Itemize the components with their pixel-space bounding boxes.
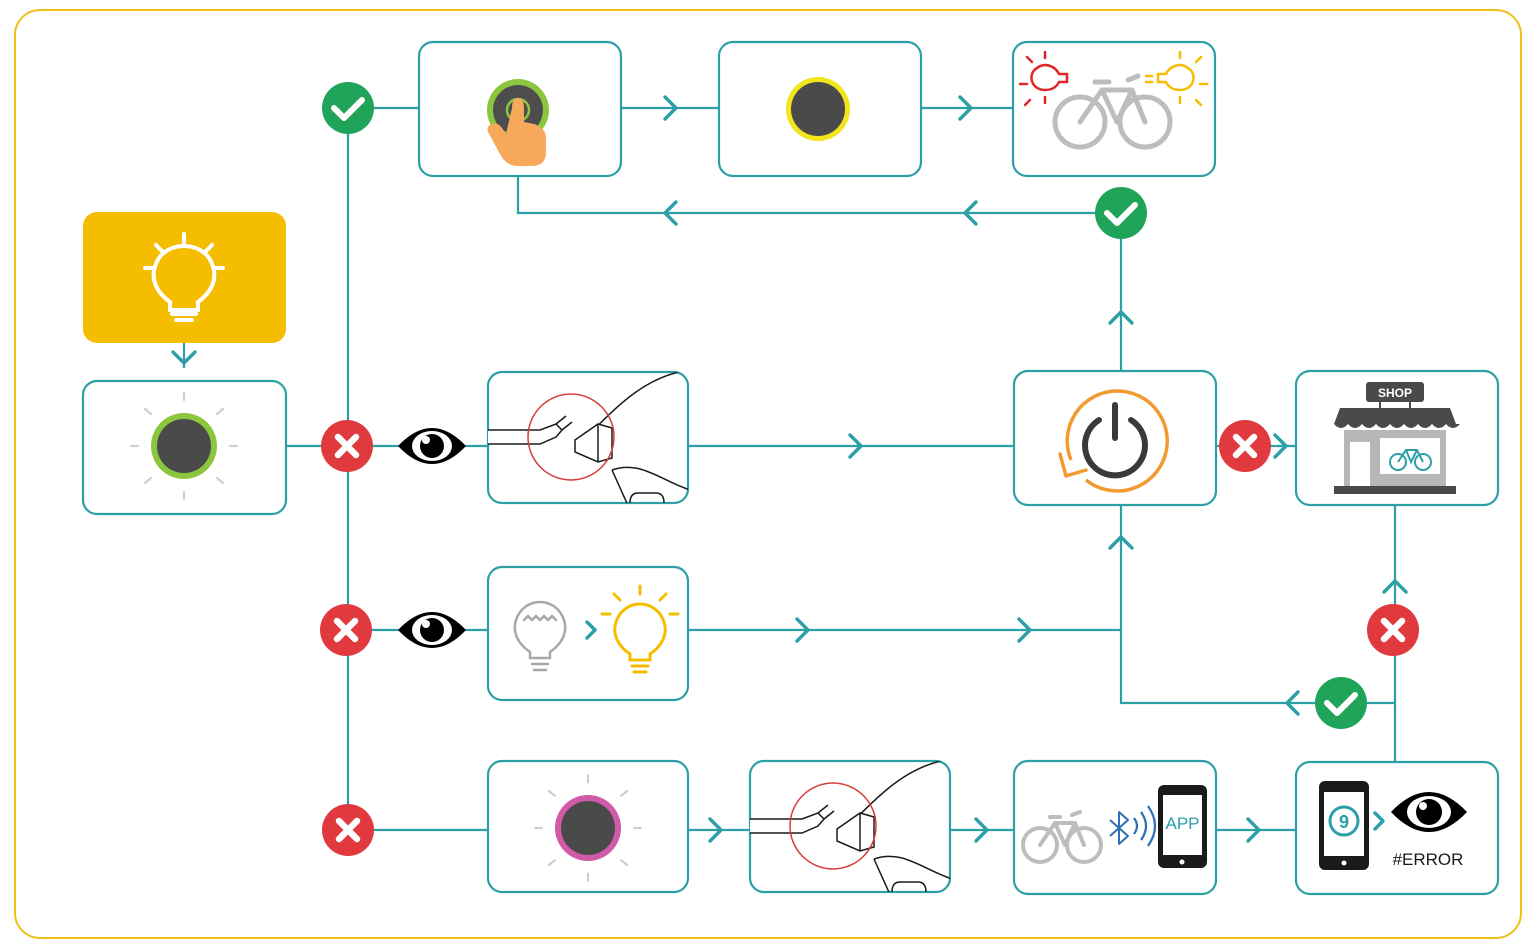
node-press-button (417, 40, 623, 178)
error-code-label: #ERROR (1393, 850, 1464, 869)
connector-check-icon (488, 372, 688, 503)
yes-badge-app (1315, 677, 1367, 729)
node-restart-system (1012, 369, 1218, 507)
lightbulb-icon (143, 232, 225, 322)
checkmark-icon (1324, 692, 1358, 716)
node-bike-shop: SHOP (1294, 369, 1500, 507)
press-button-icon (487, 79, 549, 166)
checkmark-icon (331, 97, 365, 121)
app-label: APP (1165, 814, 1199, 833)
eye-icon-row3 (398, 612, 466, 648)
green-led-icon (129, 391, 239, 501)
node-app-error-code: 9 #ERROR (1294, 760, 1500, 896)
no-badge-restart (1219, 420, 1271, 472)
pink-led-icon (533, 773, 643, 883)
no-badge-error (1367, 604, 1419, 656)
checkmark-icon (1104, 202, 1138, 226)
start-node-lights-off (83, 212, 286, 343)
cross-icon (1232, 433, 1258, 459)
node-led-pink (486, 759, 690, 894)
yes-badge-loop (1095, 187, 1147, 239)
node-check-connector (486, 370, 690, 505)
cross-icon (1380, 617, 1406, 643)
shop-sign-label: SHOP (1378, 386, 1412, 400)
no-badge-row2 (321, 420, 373, 472)
node-replace-bulb (486, 565, 690, 702)
yellow-led-icon (786, 77, 850, 141)
node-led-green (81, 379, 288, 516)
troubleshooting-flowchart: SHOP (81, 40, 1500, 896)
node-connect-app: APP (1012, 759, 1218, 896)
eye-icon (398, 428, 466, 464)
bluetooth-app-icon: APP (1021, 785, 1207, 868)
phone-number-label: 9 (1339, 812, 1349, 832)
node-led-yellow (717, 40, 923, 178)
yes-badge-top (322, 82, 374, 134)
bike-lights-icon (1018, 50, 1209, 150)
app-error-code-icon: 9 #ERROR (1319, 781, 1467, 870)
connector-lines (182, 106, 1397, 832)
flow-arrows (171, 95, 1408, 843)
node-bike-lights-on (1011, 40, 1217, 178)
bike-shop-icon: SHOP (1334, 382, 1460, 494)
bulb-replace-icon (513, 584, 680, 674)
eye-icon-error (1391, 792, 1467, 832)
no-badge-row4 (322, 804, 374, 856)
power-restart-icon (1058, 389, 1169, 493)
cross-icon (334, 433, 360, 459)
node-check-connector-2 (748, 759, 952, 894)
cross-icon (335, 817, 361, 843)
connector-check-icon-2 (750, 761, 950, 892)
no-badge-row3 (320, 604, 372, 656)
cross-icon (333, 617, 359, 643)
